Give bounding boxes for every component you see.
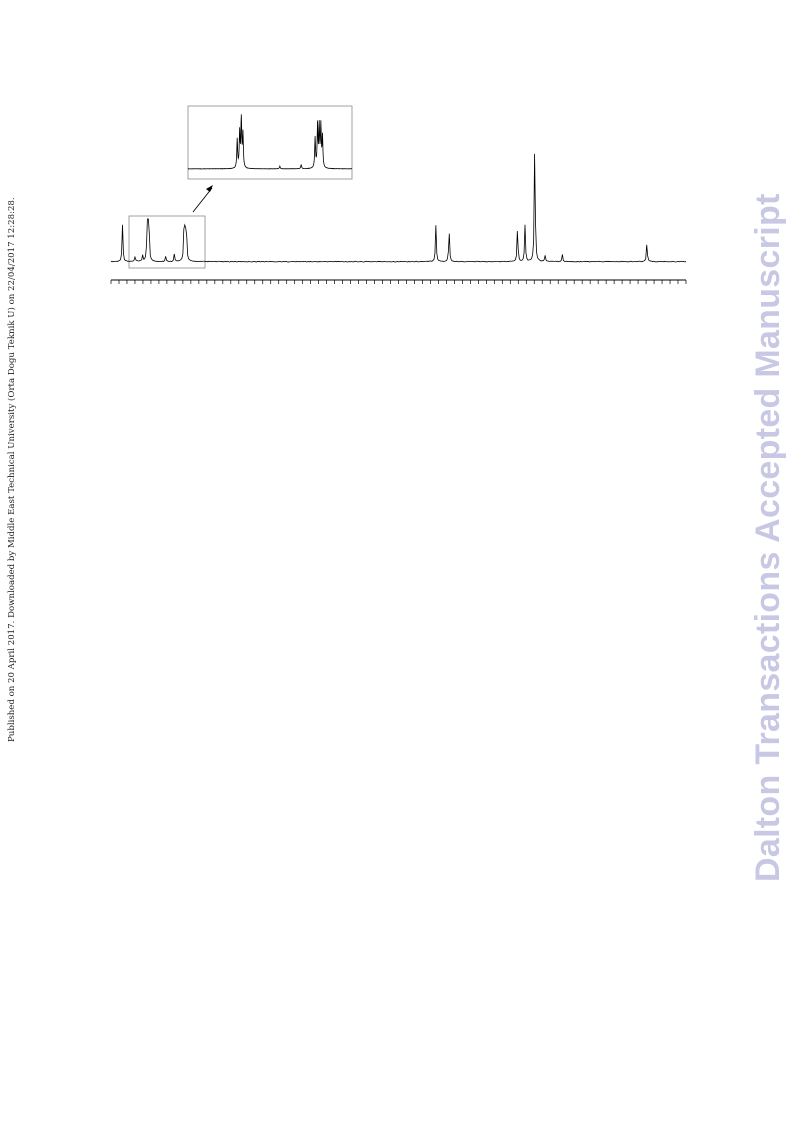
main-spectrum-trace [110,153,687,263]
inset-spectrum-trace [187,114,353,170]
inset-frame [187,105,353,180]
accepted-manuscript-watermark: Dalton Transactions Accepted Manuscript [749,193,787,882]
zoom-arrow-head [206,185,213,192]
x-axis-ticks [110,280,687,284]
inset-panel [187,105,353,180]
publication-sidenote: Published on 20 April 2017. Downloaded b… [7,197,17,742]
zoom-region-box [128,215,206,269]
zoom-arrow [192,187,213,213]
